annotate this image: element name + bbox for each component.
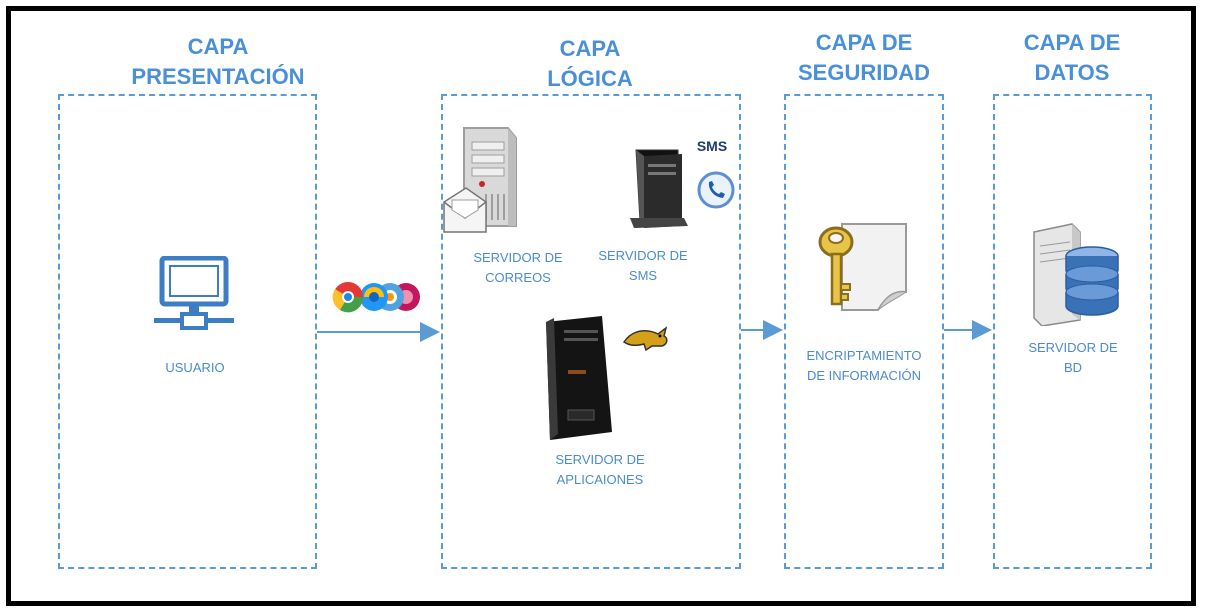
title-logic-layer: CAPA LÓGICA	[547, 36, 633, 91]
sms-server-icon	[630, 149, 688, 228]
title-data-layer: CAPA DE DATOS	[1023, 30, 1121, 85]
tomcat-icon	[622, 326, 668, 352]
app-server-icon	[546, 316, 612, 440]
title-security-layer: CAPA DE SEGURIDAD	[797, 30, 930, 85]
panel-logic	[441, 94, 741, 569]
panel-security	[784, 94, 944, 569]
computer-network-icon	[154, 256, 234, 330]
sms-badge-label: SMS	[696, 138, 728, 154]
phone-bubble-icon	[697, 171, 735, 209]
app-server-label: SERVIDOR DE APLICAIONES	[555, 452, 645, 487]
panel-data	[993, 94, 1152, 569]
panel-presentation	[58, 94, 317, 569]
title-presentation-layer: CAPA PRESENTACIÓN	[131, 34, 305, 89]
key-document-icon	[818, 223, 908, 311]
usuario-label: USUARIO	[165, 360, 225, 375]
encryption-label: ENCRIPTAMIENTO DE INFORMACIÓN	[806, 348, 922, 383]
browser-logos-icon	[332, 282, 420, 313]
mail-server-icon	[443, 127, 517, 233]
db-server-label: SERVIDOR DE BD	[1028, 340, 1118, 375]
sms-server-label: SERVIDOR DE SMS	[598, 248, 688, 283]
database-server-icon	[1033, 223, 1119, 326]
mail-server-label: SERVIDOR DE CORREOS	[473, 250, 563, 285]
